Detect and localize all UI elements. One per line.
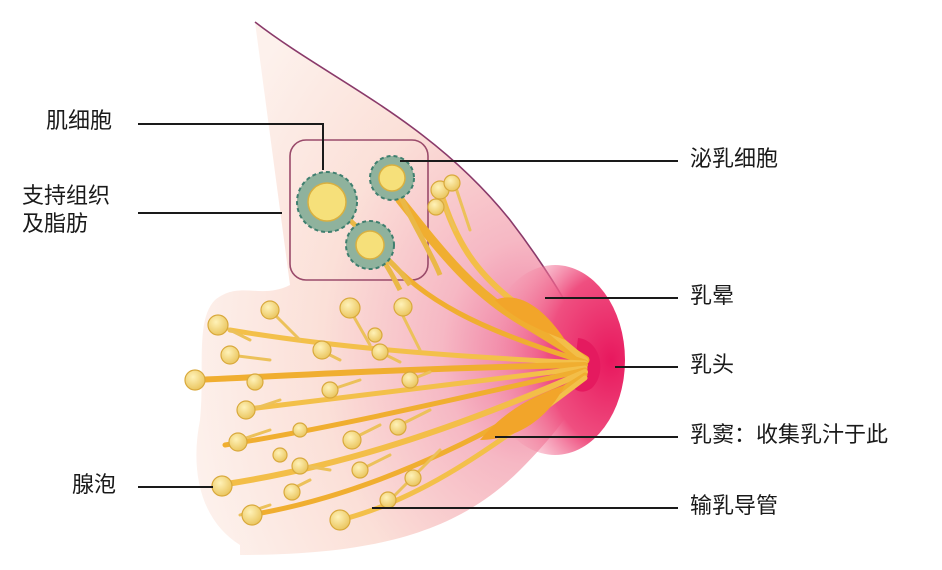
label-support-tissue-line2: 及脂肪 [22,211,89,237]
sinus-lower [480,385,565,440]
label-lactiferous-duct: 输乳导管 [690,494,779,519]
label-areola: 乳晕 [690,284,735,309]
leader-muscle-cell [138,123,324,170]
enlarged-lobules [296,155,443,292]
alveoli [184,174,461,531]
label-alveolus: 腺泡 [72,473,117,498]
label-muscle-cell: 肌细胞 [46,109,113,134]
label-support-tissue: 支持组织 及脂肪 [22,183,110,238]
leader-lines [138,123,678,509]
label-secretory-cell: 泌乳细胞 [690,147,779,172]
label-nipple: 乳头 [690,353,735,378]
label-support-tissue-line1: 支持组织 [22,184,111,209]
label-lactiferous-sinus: 乳窦：收集乳汁于此 [690,423,889,448]
lactiferous-ducts [192,187,590,523]
sinus-upper [495,297,565,340]
